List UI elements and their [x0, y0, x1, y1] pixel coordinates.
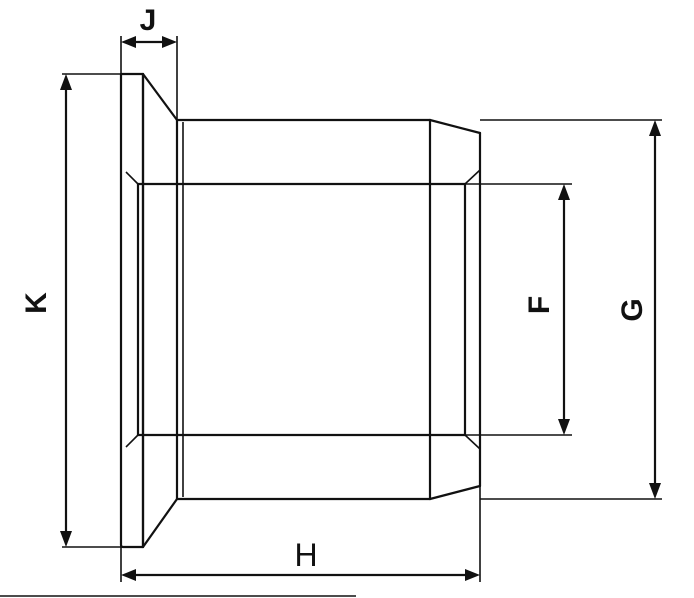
bore-chamfer-left-top [125, 171, 139, 185]
label-h: H [294, 537, 317, 573]
end-chamfer-top [428, 118, 482, 135]
end-chamfer-bottom [428, 484, 482, 501]
bore-chamfer-right-top [464, 169, 481, 185]
label-f: F [523, 296, 556, 314]
flange-chamfer-bottom [141, 497, 179, 549]
label-g: G [616, 298, 649, 321]
dimension-f [558, 184, 570, 435]
flange-face [119, 72, 145, 549]
bore-chamfer-right-bottom [464, 434, 481, 450]
label-k: K [20, 292, 53, 314]
dimension-g [649, 120, 661, 499]
extension-lines [0, 36, 662, 597]
bore-chamfer-left-bottom [125, 434, 139, 448]
dimension-j [121, 36, 177, 48]
bushing-outline [119, 72, 482, 549]
flange-chamfer-top [141, 72, 179, 122]
dimension-k [60, 74, 72, 547]
label-j: J [140, 4, 157, 37]
dimension-h [121, 569, 480, 581]
